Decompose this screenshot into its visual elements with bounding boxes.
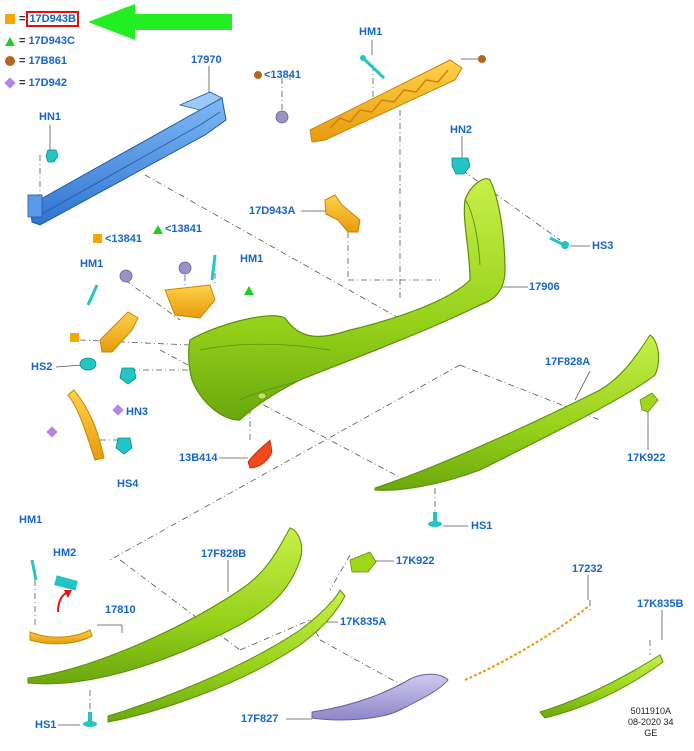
label-13841-square[interactable]: <13841 xyxy=(105,233,143,245)
label-hm1-bottom[interactable]: HM1 xyxy=(19,514,43,526)
label-17232[interactable]: 17232 xyxy=(572,563,603,575)
label-17f828a[interactable]: 17F828A xyxy=(545,356,591,368)
triangle-legend-icon xyxy=(5,36,15,46)
bottom-left-clips xyxy=(30,559,78,613)
trim-17810 xyxy=(29,629,93,645)
green-pointer-arrow xyxy=(88,4,232,40)
hn2-fastener xyxy=(451,157,471,175)
label-hm1-middle[interactable]: HM1 xyxy=(240,253,264,265)
legend-row-17d942: = 17D942 xyxy=(4,76,67,90)
label-hs3[interactable]: HS3 xyxy=(592,240,614,252)
legend-row-17d943c: = 17D943C xyxy=(5,34,75,48)
label-17k835a[interactable]: 17K835A xyxy=(340,616,387,628)
legend-code-17d943c[interactable]: 17D943C xyxy=(28,35,75,47)
label-17970[interactable]: 17970 xyxy=(191,54,222,66)
label-hm1-top[interactable]: HM1 xyxy=(359,26,383,38)
label-hs1-middle[interactable]: HS1 xyxy=(471,520,493,532)
skid-plate-17f827 xyxy=(311,673,449,721)
legend-code-17d943b[interactable]: 17D943B xyxy=(26,11,79,27)
legend-equals: = xyxy=(19,55,26,67)
label-17k922-right[interactable]: 17K922 xyxy=(627,452,666,464)
diamond-marker-icon xyxy=(112,404,124,416)
label-hm1-left[interactable]: HM1 xyxy=(80,258,104,270)
label-17k835b[interactable]: 17K835B xyxy=(637,598,684,610)
hs3-bolt xyxy=(549,236,569,249)
label-17f827[interactable]: 17F827 xyxy=(241,713,279,725)
upper-bracket xyxy=(275,55,486,143)
reference-date: 08-2020 34 xyxy=(628,717,674,727)
hn1-fastener xyxy=(45,149,59,163)
bumper-cover-17906 xyxy=(188,178,506,421)
label-hs1-bottom[interactable]: HS1 xyxy=(35,719,57,731)
assembly-lines xyxy=(34,65,651,718)
label-hs4[interactable]: HS4 xyxy=(117,478,139,490)
label-hn2[interactable]: HN2 xyxy=(450,124,473,136)
label-17f828b[interactable]: 17F828B xyxy=(201,548,247,560)
label-hs2[interactable]: HS2 xyxy=(31,361,53,373)
label-13b414[interactable]: 13B414 xyxy=(179,452,218,464)
reflector-13b414 xyxy=(247,439,273,469)
triangle-marker-icon xyxy=(244,286,254,295)
side-strip xyxy=(46,389,105,461)
legend-equals: = xyxy=(19,35,26,47)
left-side-bracket xyxy=(70,225,254,353)
label-17906[interactable]: 17906 xyxy=(529,281,560,293)
square-marker-icon xyxy=(70,333,79,342)
label-17k922-bottom[interactable]: 17K922 xyxy=(396,555,435,567)
reference-code: 5011910A xyxy=(630,706,671,716)
legend-row-17b861: = 17B861 xyxy=(5,54,67,68)
trim-strip-17k835b xyxy=(539,654,664,719)
reinforcement-beam-17970 xyxy=(27,91,227,226)
square-marker-icon xyxy=(93,234,102,243)
label-hm2[interactable]: HM2 xyxy=(53,547,77,559)
legend-equals: = xyxy=(19,77,26,89)
legend-row-17d943b: = 17D943B xyxy=(5,11,79,27)
leader-lines xyxy=(49,40,663,726)
hs1-bottom-bolt xyxy=(83,712,97,727)
label-hn1[interactable]: HN1 xyxy=(39,111,62,123)
triangle-marker-icon xyxy=(153,225,163,234)
label-17810[interactable]: 17810 xyxy=(105,604,136,616)
lower-valance-17f828b xyxy=(27,527,377,685)
legend-equals: = xyxy=(19,13,26,25)
diamond-legend-icon xyxy=(4,77,16,89)
reference-region: GE xyxy=(644,728,658,738)
trim-strip-17k835a xyxy=(107,589,346,723)
label-17d943a[interactable]: 17D943A xyxy=(249,205,296,217)
circle-legend-icon xyxy=(5,56,15,66)
circle-marker-icon xyxy=(254,71,262,79)
diamond-marker-icon xyxy=(46,426,58,438)
label-hn3[interactable]: HN3 xyxy=(126,406,149,418)
hs4-fastener xyxy=(115,437,133,455)
label-13841-top[interactable]: <13841 xyxy=(264,69,302,81)
legend-code-17b861[interactable]: 17B861 xyxy=(28,55,67,67)
strip-17232 xyxy=(464,604,591,681)
hs2-fastener xyxy=(79,357,97,371)
illustration-reference: 5011910A 08-2020 34 GE xyxy=(628,706,674,739)
label-13841-triangle[interactable]: <13841 xyxy=(165,223,203,235)
hs1-middle-bolt xyxy=(428,512,442,527)
legend-code-17d942[interactable]: 17D942 xyxy=(28,77,67,89)
square-legend-icon xyxy=(5,14,15,24)
bracket-17d943a xyxy=(324,194,361,233)
lower-valance-17f828a xyxy=(374,334,660,491)
